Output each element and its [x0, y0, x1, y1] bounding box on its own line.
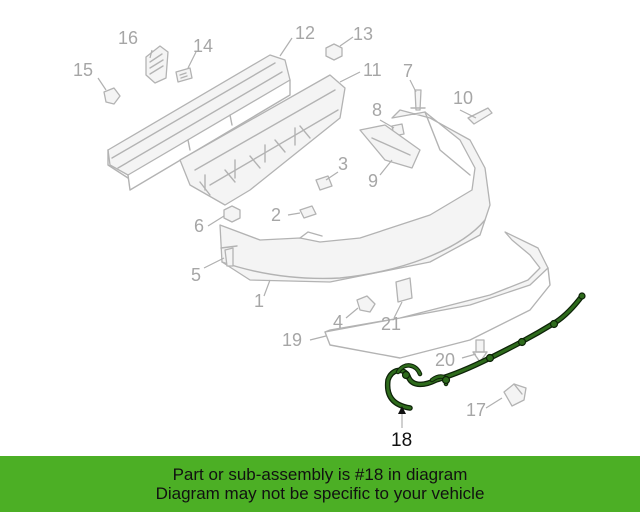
- callout-21: 21: [381, 314, 401, 334]
- part-3-clip: [315, 175, 333, 191]
- harness-connector: [485, 353, 495, 363]
- part-4-push-clip: [356, 295, 376, 313]
- leader-lines: [97, 36, 503, 428]
- callout-19: 19: [282, 330, 302, 350]
- callout-3: 3: [338, 154, 348, 174]
- callout-16: 16: [118, 28, 138, 48]
- part-2-retainer: [299, 205, 317, 219]
- callout-11: 11: [363, 60, 382, 80]
- callout-14: 14: [193, 36, 213, 56]
- callout-6: 6: [194, 216, 204, 236]
- callout-20: 20: [435, 350, 455, 370]
- harness-connector: [517, 337, 527, 347]
- part-15-clip: [103, 87, 121, 105]
- part-21-bracket: [395, 277, 413, 303]
- part-10-clip: [467, 107, 493, 125]
- callout-4: 4: [333, 312, 343, 332]
- callout-15: 15: [73, 60, 93, 80]
- harness-connector: [441, 375, 451, 385]
- part-14-bolt: [175, 67, 193, 83]
- arrow-18: [398, 406, 406, 414]
- part-7-push-pin: [410, 89, 426, 111]
- callout-1: 1: [254, 291, 264, 311]
- part-6-nut: [223, 205, 241, 223]
- banner-line-2: Diagram may not be specific to your vehi…: [155, 484, 485, 503]
- banner-line-1: Part or sub-assembly is #18 in diagram: [172, 465, 468, 484]
- callout-10: 10: [453, 88, 473, 108]
- part-19-lower-valance: [324, 231, 551, 359]
- harness-connector: [578, 292, 586, 300]
- part-5-screw: [220, 245, 238, 267]
- part-20-pin: [472, 339, 488, 363]
- harness-connector: [549, 319, 559, 329]
- callout-labels: 16 14 15 12 13 11 7 10 8 9 3 2 6 5 1 4 2…: [73, 23, 486, 451]
- part-13-nut: [325, 43, 343, 61]
- part-16-bracket: [145, 45, 169, 84]
- callout-5: 5: [191, 265, 201, 285]
- part-17-sensor: [503, 383, 527, 407]
- callout-8: 8: [372, 100, 382, 120]
- part-11-energy-absorber: [179, 74, 346, 206]
- callout-17: 17: [466, 400, 486, 420]
- callout-7: 7: [403, 61, 413, 81]
- parts-diagram: 16 14 15 12 13 11 7 10 8 9 3 2 6 5 1 4 2…: [73, 23, 586, 451]
- part-1-bumper-cover: [219, 109, 491, 283]
- callout-12: 12: [295, 23, 315, 43]
- callout-18-highlighted: 18: [391, 430, 412, 451]
- part-9-side-bracket: [359, 124, 421, 169]
- harness-connector: [401, 370, 411, 380]
- part-18-wiring-harness: [384, 292, 586, 411]
- info-banner: Part or sub-assembly is #18 in diagram D…: [0, 456, 640, 512]
- callout-2: 2: [271, 205, 281, 225]
- callout-9: 9: [368, 171, 378, 191]
- callout-13: 13: [353, 24, 373, 44]
